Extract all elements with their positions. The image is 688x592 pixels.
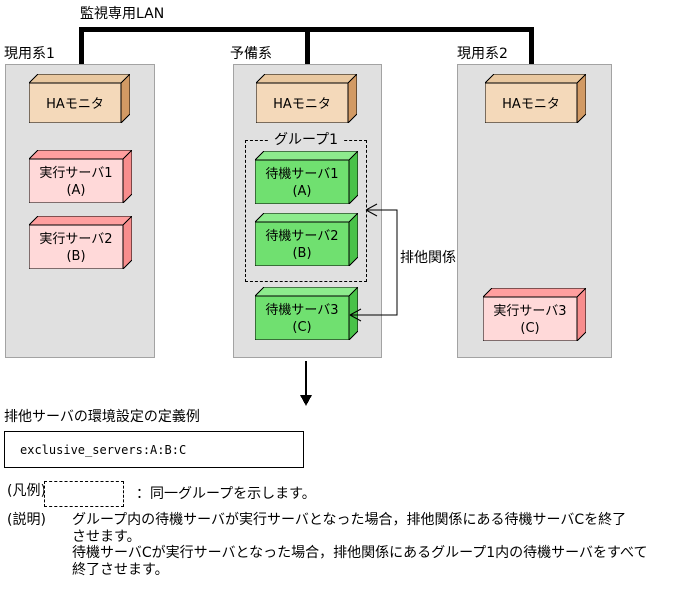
group1-label: グループ1 bbox=[268, 132, 344, 148]
server-label-line1: 待機サーバ2 bbox=[265, 229, 338, 244]
server-label-line2: (A) bbox=[292, 184, 311, 199]
explanation-line: 終了させます。 bbox=[72, 561, 169, 578]
definition-code-box: exclusive_servers:A:B:C bbox=[4, 431, 304, 468]
panel-title-active2: 現用系2 bbox=[457, 46, 508, 62]
server-label-line1: 待機サーバ1 bbox=[265, 167, 338, 182]
legend-heading: (凡例) bbox=[7, 483, 46, 499]
definition-title: 排他サーバの環境設定の定義例 bbox=[4, 409, 200, 425]
group1-dashed-box: グループ1 bbox=[245, 132, 367, 282]
definition-code-text: exclusive_servers:A:B:C bbox=[20, 442, 187, 457]
lan-drop-line-middle bbox=[305, 27, 310, 64]
ha-monitor-label: HAモニタ bbox=[46, 97, 104, 112]
ha-monitor-label: HAモニタ bbox=[273, 97, 331, 112]
explanation-heading: (説明) bbox=[7, 512, 46, 528]
lan-drop-line-right bbox=[529, 27, 534, 64]
legend-dashed-box bbox=[44, 481, 124, 507]
server-label-line1: 実行サーバ3 bbox=[493, 303, 566, 319]
exec-server1-box: 実行サーバ1 (A) bbox=[29, 150, 132, 203]
standby-server2-box: 待機サーバ2 (B) bbox=[255, 213, 358, 266]
lan-drop-line-left bbox=[79, 27, 84, 64]
ha-monitor-box-standby: HAモニタ bbox=[256, 74, 357, 123]
exec-server3-box: 実行サーバ3 (C) bbox=[483, 288, 586, 341]
exclusion-connector-arrows bbox=[349, 203, 398, 322]
server-label-line1: 実行サーバ1 bbox=[39, 165, 112, 181]
explanation-line: 待機サーバCが実行サーバとなった場合，排他関係にあるグループ1内の待機サーバをす… bbox=[72, 545, 648, 561]
lan-label: 監視専用LAN bbox=[80, 6, 165, 22]
explanation-line: グループ内の待機サーバが実行サーバとなった場合，排他関係にある待機サーバCを終了 bbox=[72, 512, 627, 528]
server-label-line1: 実行サーバ2 bbox=[39, 231, 112, 247]
legend-text: ：同一グループを示します。 bbox=[136, 486, 316, 502]
standby-server1-box: 待機サーバ1 (A) bbox=[255, 151, 358, 204]
ha-monitor-box-active2: HAモニタ bbox=[485, 74, 586, 123]
server-label-line2: (B) bbox=[66, 249, 85, 264]
ha-monitor-label: HAモニタ bbox=[502, 97, 560, 112]
ha-monitor-box-active1: HAモニタ bbox=[29, 74, 130, 123]
exclusion-label: 排他関係 bbox=[400, 250, 456, 266]
server-label-line2: (A) bbox=[66, 183, 85, 198]
panel-title-standby: 予備系 bbox=[230, 46, 272, 62]
server-label-line1: 待機サーバ3 bbox=[265, 303, 338, 318]
explanation-text: グループ内の待機サーバが実行サーバとなった場合，排他関係にある待機サーバCを終了… bbox=[72, 512, 682, 578]
panel-title-active1: 現用系1 bbox=[4, 46, 55, 62]
server-label-line2: (C) bbox=[292, 320, 311, 335]
explanation-line: させます。 bbox=[72, 528, 141, 545]
server-label-line2: (C) bbox=[520, 321, 539, 336]
server-label-line2: (B) bbox=[292, 246, 311, 261]
exec-server2-box: 実行サーバ2 (B) bbox=[29, 216, 132, 269]
flow-down-arrow bbox=[300, 361, 312, 406]
